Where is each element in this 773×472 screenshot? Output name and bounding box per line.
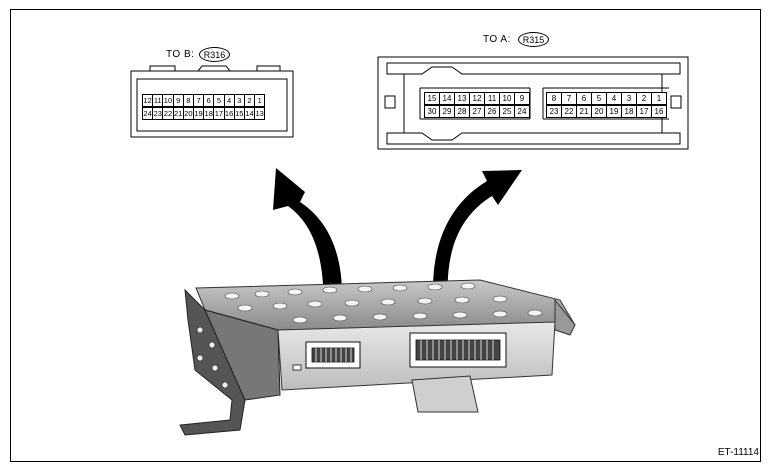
- connector-b-label: TO B:: [166, 49, 195, 60]
- pin-cell: 1: [254, 94, 266, 107]
- pin-cell: 13: [254, 107, 266, 120]
- figure-id: ET-11114: [717, 447, 759, 458]
- pin-cell: 24: [514, 105, 530, 118]
- pin-cell: 12: [469, 92, 485, 105]
- arrow-to-a-icon: [433, 170, 522, 340]
- connector-b-code: R316: [199, 47, 230, 62]
- pin-cell: 9: [514, 92, 530, 105]
- pin-cell: 5: [591, 92, 607, 105]
- connector-a-label: TO A:: [483, 34, 511, 45]
- pin-cell: 8: [546, 92, 562, 105]
- connector-a-code: R315: [518, 32, 549, 47]
- pin-cell: 23: [546, 105, 562, 118]
- pin-cell: 1: [651, 92, 667, 105]
- pin-cell: 30: [424, 105, 440, 118]
- diagram-frame: [10, 9, 761, 462]
- pin-cell: 17: [636, 105, 652, 118]
- pin-cell: 16: [651, 105, 667, 118]
